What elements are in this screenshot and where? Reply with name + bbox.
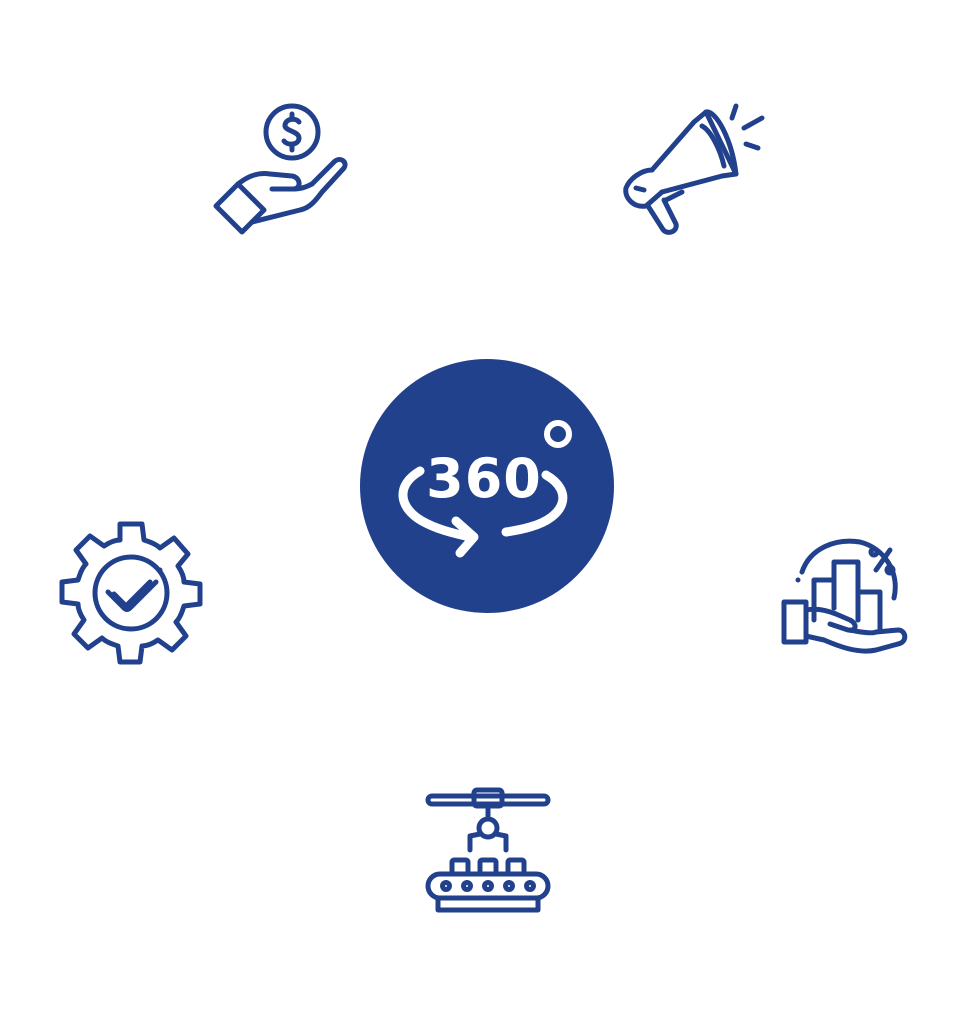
megaphone-icon	[618, 100, 768, 242]
center-hub: 360	[360, 359, 614, 613]
hand-bar-chart-percent-icon	[780, 536, 912, 662]
robotic-arm-conveyor-icon	[424, 786, 552, 916]
hub-label: 360	[426, 447, 542, 510]
rotate-360-icon: 360	[360, 359, 614, 613]
hand-holding-dollar-icon	[212, 100, 352, 242]
gear-check-icon	[58, 520, 204, 666]
